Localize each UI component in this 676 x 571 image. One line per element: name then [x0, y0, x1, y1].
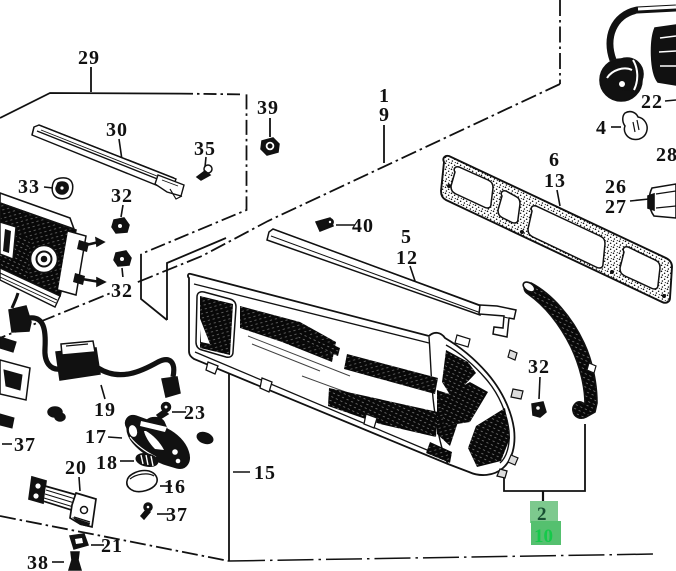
svg-text:37: 37	[14, 434, 36, 456]
svg-text:21: 21	[101, 535, 123, 557]
svg-text:39: 39	[257, 97, 279, 119]
svg-text:38: 38	[27, 552, 49, 571]
svg-text:16: 16	[164, 476, 186, 498]
svg-text:26: 26	[605, 176, 627, 198]
svg-text:23: 23	[184, 402, 206, 424]
svg-text:27: 27	[605, 196, 627, 218]
svg-text:40: 40	[352, 215, 374, 237]
svg-text:30: 30	[106, 119, 128, 141]
svg-text:6: 6	[549, 149, 560, 171]
svg-text:29: 29	[78, 47, 100, 69]
svg-text:10: 10	[534, 526, 553, 547]
svg-text:37: 37	[166, 504, 188, 526]
svg-text:28: 28	[656, 144, 676, 166]
svg-text:1: 1	[379, 85, 390, 107]
svg-text:2: 2	[537, 504, 547, 525]
svg-text:32: 32	[528, 356, 550, 378]
svg-text:33: 33	[18, 176, 40, 198]
svg-text:17: 17	[85, 426, 107, 448]
svg-text:5: 5	[401, 226, 412, 248]
svg-text:32: 32	[111, 185, 133, 207]
svg-text:20: 20	[65, 457, 87, 479]
svg-text:4: 4	[596, 117, 607, 139]
svg-text:9: 9	[379, 104, 390, 126]
svg-text:12: 12	[396, 247, 418, 269]
svg-text:22: 22	[641, 91, 663, 113]
svg-text:18: 18	[96, 452, 118, 474]
svg-text:19: 19	[94, 399, 116, 421]
svg-text:13: 13	[544, 170, 566, 192]
svg-text:32: 32	[111, 280, 133, 302]
svg-text:15: 15	[254, 462, 276, 484]
svg-text:35: 35	[194, 138, 216, 160]
